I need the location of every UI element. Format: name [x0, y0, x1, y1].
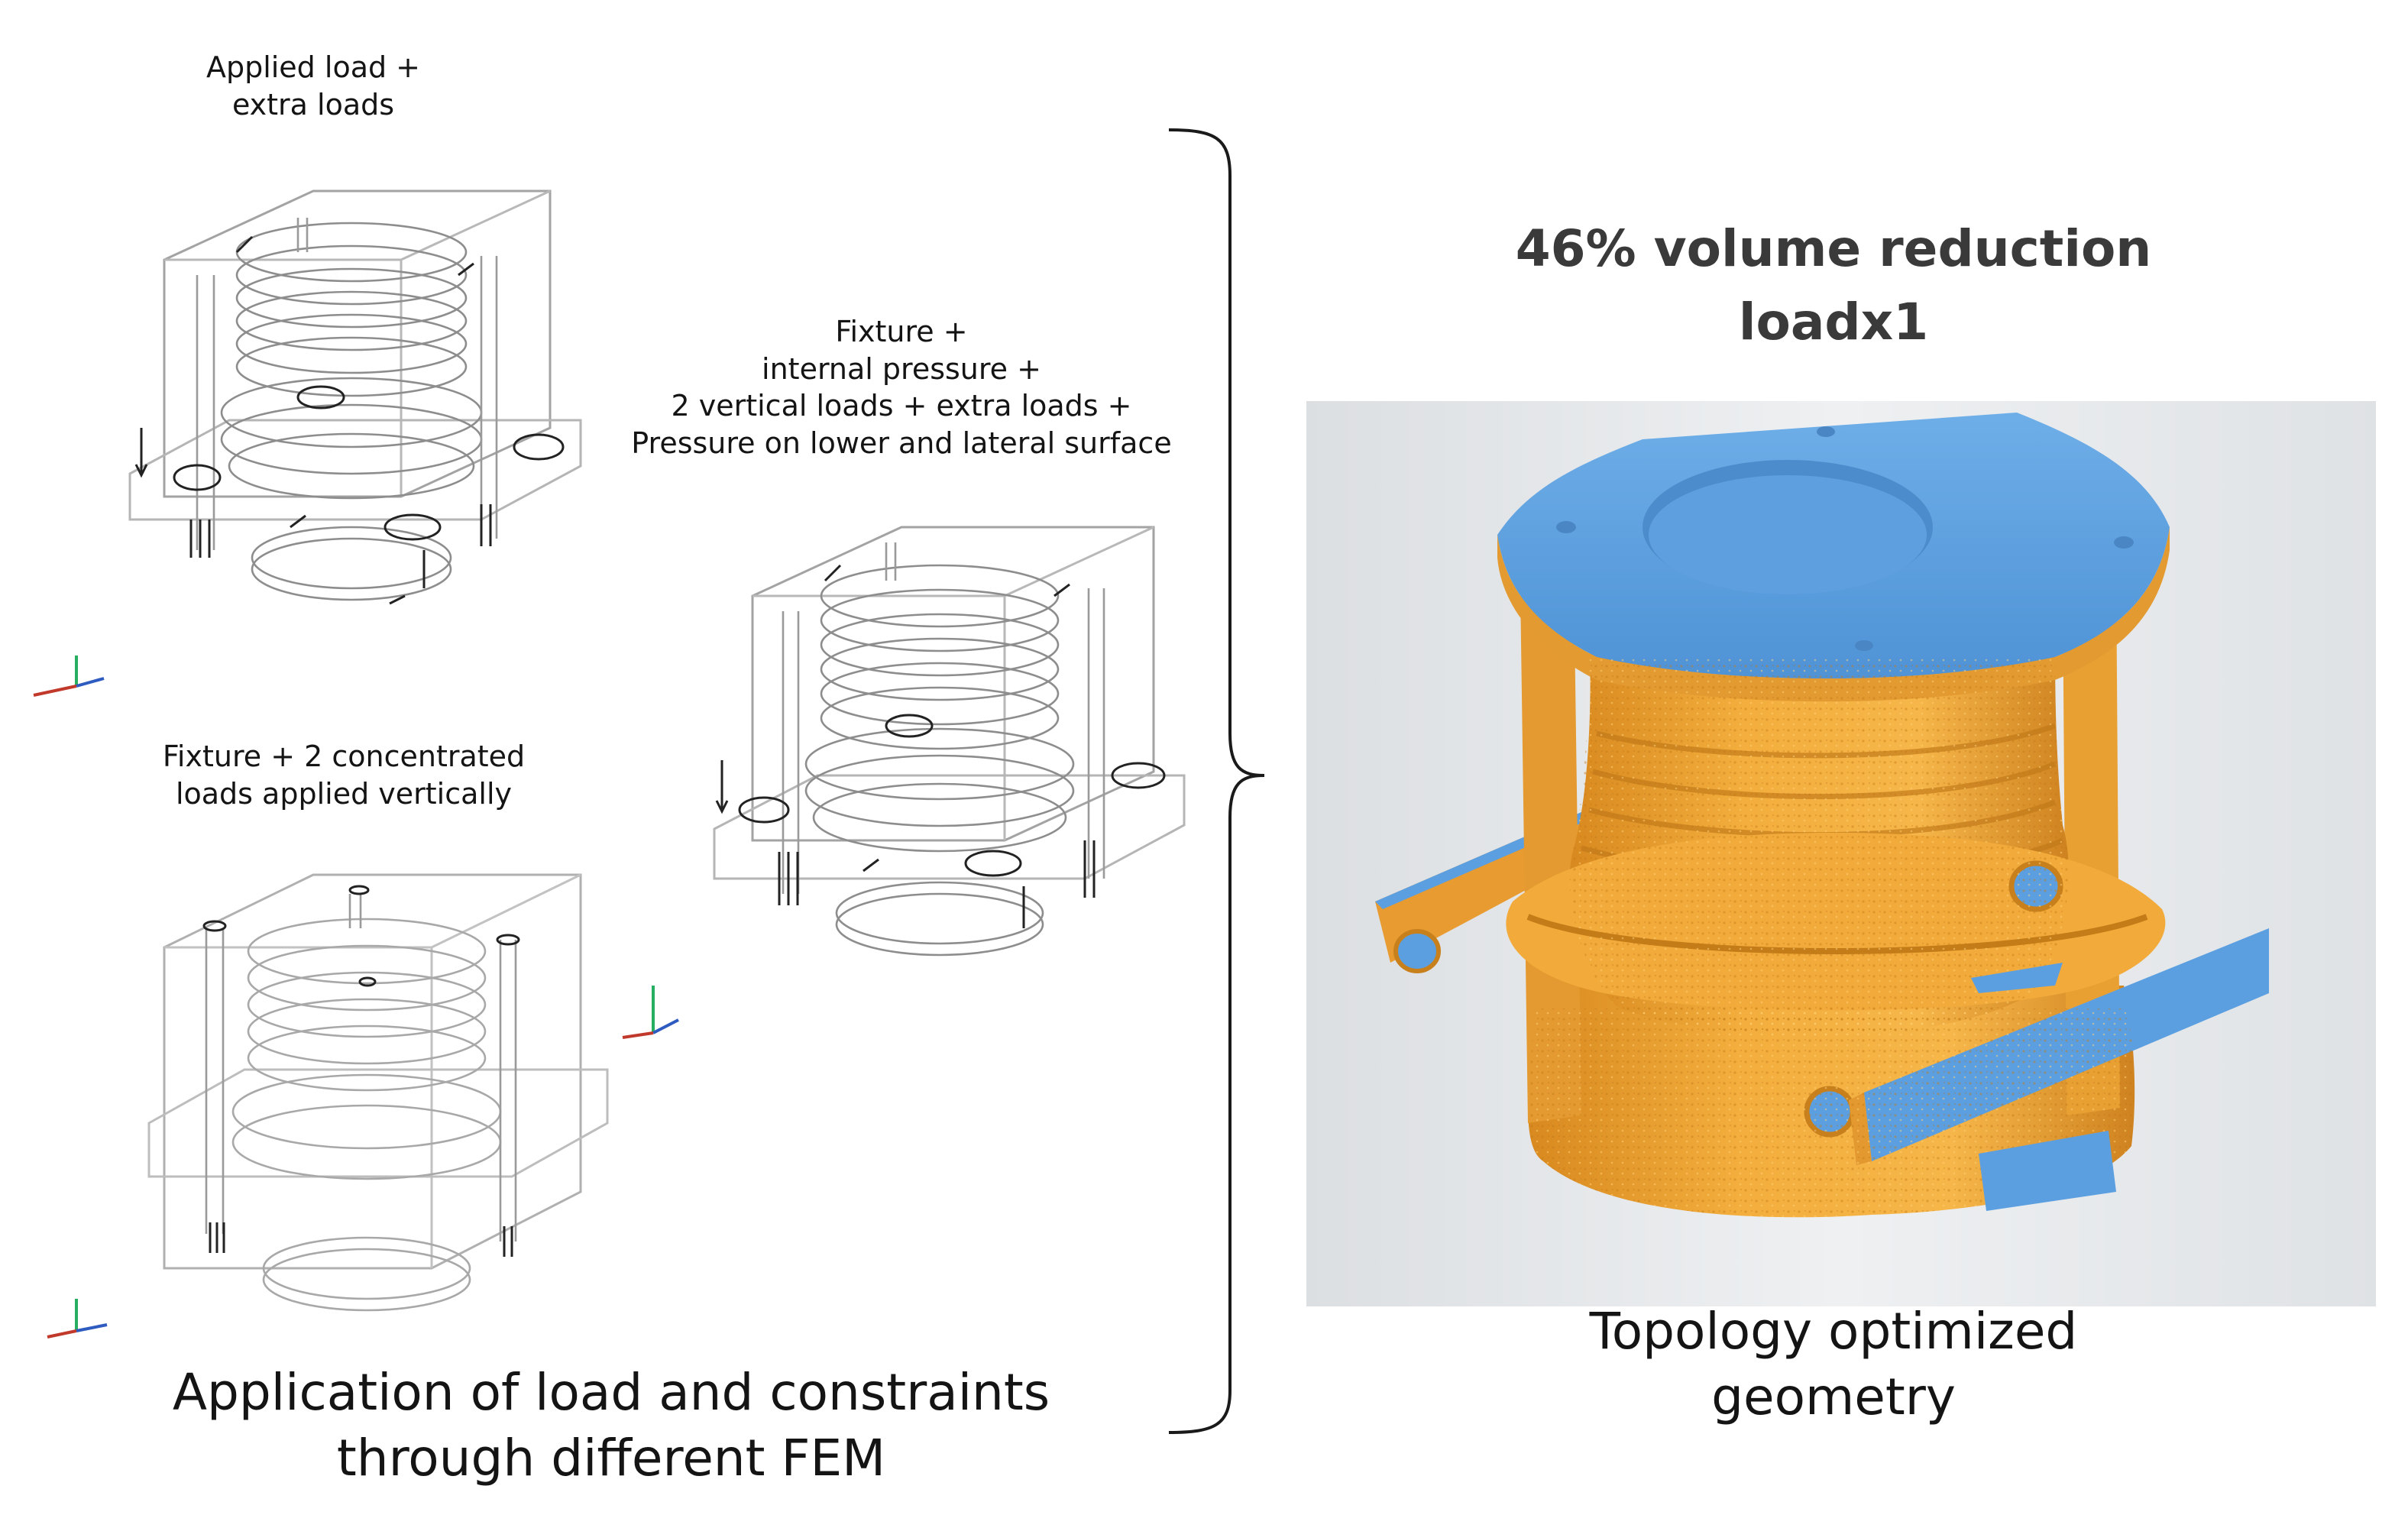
result-headline: 46% volume reduction loadx1: [1436, 212, 2231, 358]
caption-line: geometry: [1711, 1367, 1956, 1426]
caption-line: loads applied vertically: [175, 776, 513, 811]
axis-triad-icon: [47, 1299, 108, 1339]
fem-model-1-wireframe: [128, 189, 582, 605]
caption-line: Fixture +: [835, 315, 968, 348]
caption-line: Topology optimized: [1589, 1302, 2078, 1361]
fem-model-3-caption: Fixture + 2 concentrated loads applied v…: [138, 738, 550, 812]
caption-line: Fixture + 2 concentrated: [162, 740, 526, 773]
caption-line: 2 vertical loads + extra loads +: [671, 389, 1132, 423]
headline-line: loadx1: [1738, 292, 1929, 351]
caption-line: Application of load and constraints: [172, 1363, 1050, 1422]
axis-triad-icon: [33, 656, 105, 697]
grouping-brace: [1168, 128, 1265, 1434]
left-caption: Application of load and constraints thro…: [122, 1360, 1100, 1491]
fem-model-2-wireframe: [713, 526, 1186, 957]
result-caption: Topology optimized geometry: [1497, 1299, 2170, 1430]
caption-line: through different FEM: [336, 1428, 886, 1487]
topology-render: [1306, 401, 2376, 1306]
caption-line: Pressure on lower and lateral surface: [631, 426, 1172, 460]
axis-triad-icon: [622, 986, 679, 1039]
fem-model-1-caption: Applied load + extra loads: [160, 49, 466, 123]
fem-model-2-caption: Fixture + internal pressure + 2 vertical…: [596, 313, 1207, 462]
headline-line: 46% volume reduction: [1515, 219, 2152, 278]
caption-line: Applied load +: [206, 50, 421, 84]
fem-model-3-wireframe: [147, 873, 609, 1312]
caption-line: extra loads: [231, 87, 395, 121]
caption-line: internal pressure +: [762, 351, 1041, 386]
